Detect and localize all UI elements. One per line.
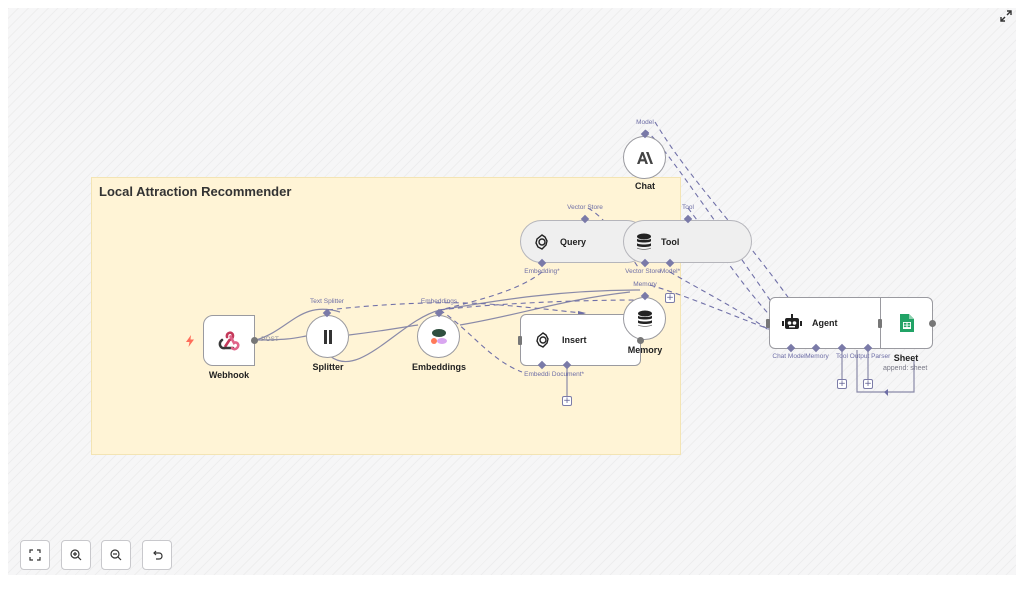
- chat-node-label: Chat: [635, 181, 655, 191]
- database-icon: [637, 310, 653, 328]
- port-embeddi-label: Embeddi: [524, 371, 550, 378]
- port-chat-model-label: Chat Model: [772, 353, 806, 360]
- tool-node-label: Tool: [661, 236, 680, 247]
- embeddings-node[interactable]: [417, 315, 460, 358]
- input-handle[interactable]: [878, 319, 882, 328]
- port-vector-store-label: Vector Store: [567, 204, 603, 211]
- sheet-node-label: Sheet: [893, 353, 919, 363]
- database-icon: [636, 233, 652, 251]
- split-icon: [323, 329, 333, 344]
- input-handle[interactable]: [766, 319, 770, 328]
- port-embedding-label: Embedding*: [524, 268, 560, 275]
- agent-node[interactable]: Agent: [769, 297, 889, 349]
- add-connection-button[interactable]: +: [837, 379, 847, 389]
- input-handle[interactable]: [518, 336, 522, 345]
- output-handle[interactable]: [251, 337, 258, 344]
- port-embeddings-label: Embeddings: [420, 298, 458, 305]
- chat-node[interactable]: [623, 136, 666, 179]
- agent-node-label: Agent: [812, 318, 838, 328]
- robot-icon: [782, 314, 802, 332]
- port-model-required-label: Model*: [659, 268, 681, 275]
- port-model-label: Model: [636, 119, 654, 126]
- zoom-out-button[interactable]: [101, 540, 131, 570]
- port-output-parser-label: Output Parser: [849, 353, 891, 360]
- add-connection-button[interactable]: +: [665, 293, 675, 303]
- memory-node-label: Memory: [627, 345, 663, 355]
- memory-node[interactable]: [623, 297, 666, 340]
- port-text-splitter-label: Text Splitter: [310, 298, 344, 305]
- embeddings-node-label: Embeddings: [411, 362, 467, 372]
- port-vector-store-short-label: Vector Store: [625, 268, 661, 275]
- webhook-node-label: Webhook: [208, 370, 250, 380]
- port-agent-tool-label: Tool: [836, 353, 848, 360]
- openai-icon: [533, 233, 551, 251]
- lightning-icon: [186, 335, 194, 347]
- query-node-label: Query: [560, 236, 587, 247]
- anthropic-icon: [636, 151, 653, 164]
- trigger-indicator: [186, 334, 194, 352]
- fullscreen-icon: [1000, 10, 1012, 22]
- zoom-in-button[interactable]: [61, 540, 91, 570]
- output-handle[interactable]: [929, 320, 936, 327]
- google-sheets-icon: [899, 314, 914, 332]
- fit-view-button[interactable]: [20, 540, 50, 570]
- output-handle[interactable]: [637, 337, 644, 344]
- webhook-node[interactable]: [203, 315, 255, 366]
- splitter-node[interactable]: [306, 315, 349, 358]
- port-post: POST: [261, 336, 279, 343]
- fullscreen-button[interactable]: [1000, 9, 1012, 22]
- sheet-node[interactable]: [880, 297, 933, 349]
- sticky-note-title: Local Attraction Recommender: [99, 184, 292, 199]
- embeddings-icon: [429, 328, 449, 346]
- splitter-node-label: Splitter: [312, 362, 344, 372]
- webhook-icon: [218, 330, 240, 351]
- undo-button[interactable]: [142, 540, 172, 570]
- insert-node-label: Insert: [562, 335, 587, 345]
- zoom-in-icon: [70, 549, 82, 561]
- tool-node[interactable]: Tool: [623, 220, 752, 263]
- sheet-node-subtitle: append: sheet: [883, 365, 928, 372]
- zoom-out-icon: [110, 549, 122, 561]
- undo-icon: [153, 550, 163, 560]
- add-connection-button[interactable]: +: [562, 396, 572, 406]
- port-agent-memory-label: Memory: [805, 353, 829, 360]
- port-memory-label: Memory: [633, 281, 657, 288]
- port-document-label: Document*: [551, 371, 585, 378]
- port-tool-label: Tool: [682, 204, 694, 211]
- openai-icon: [534, 331, 552, 349]
- add-connection-button[interactable]: +: [863, 379, 873, 389]
- fit-view-icon: [29, 549, 41, 561]
